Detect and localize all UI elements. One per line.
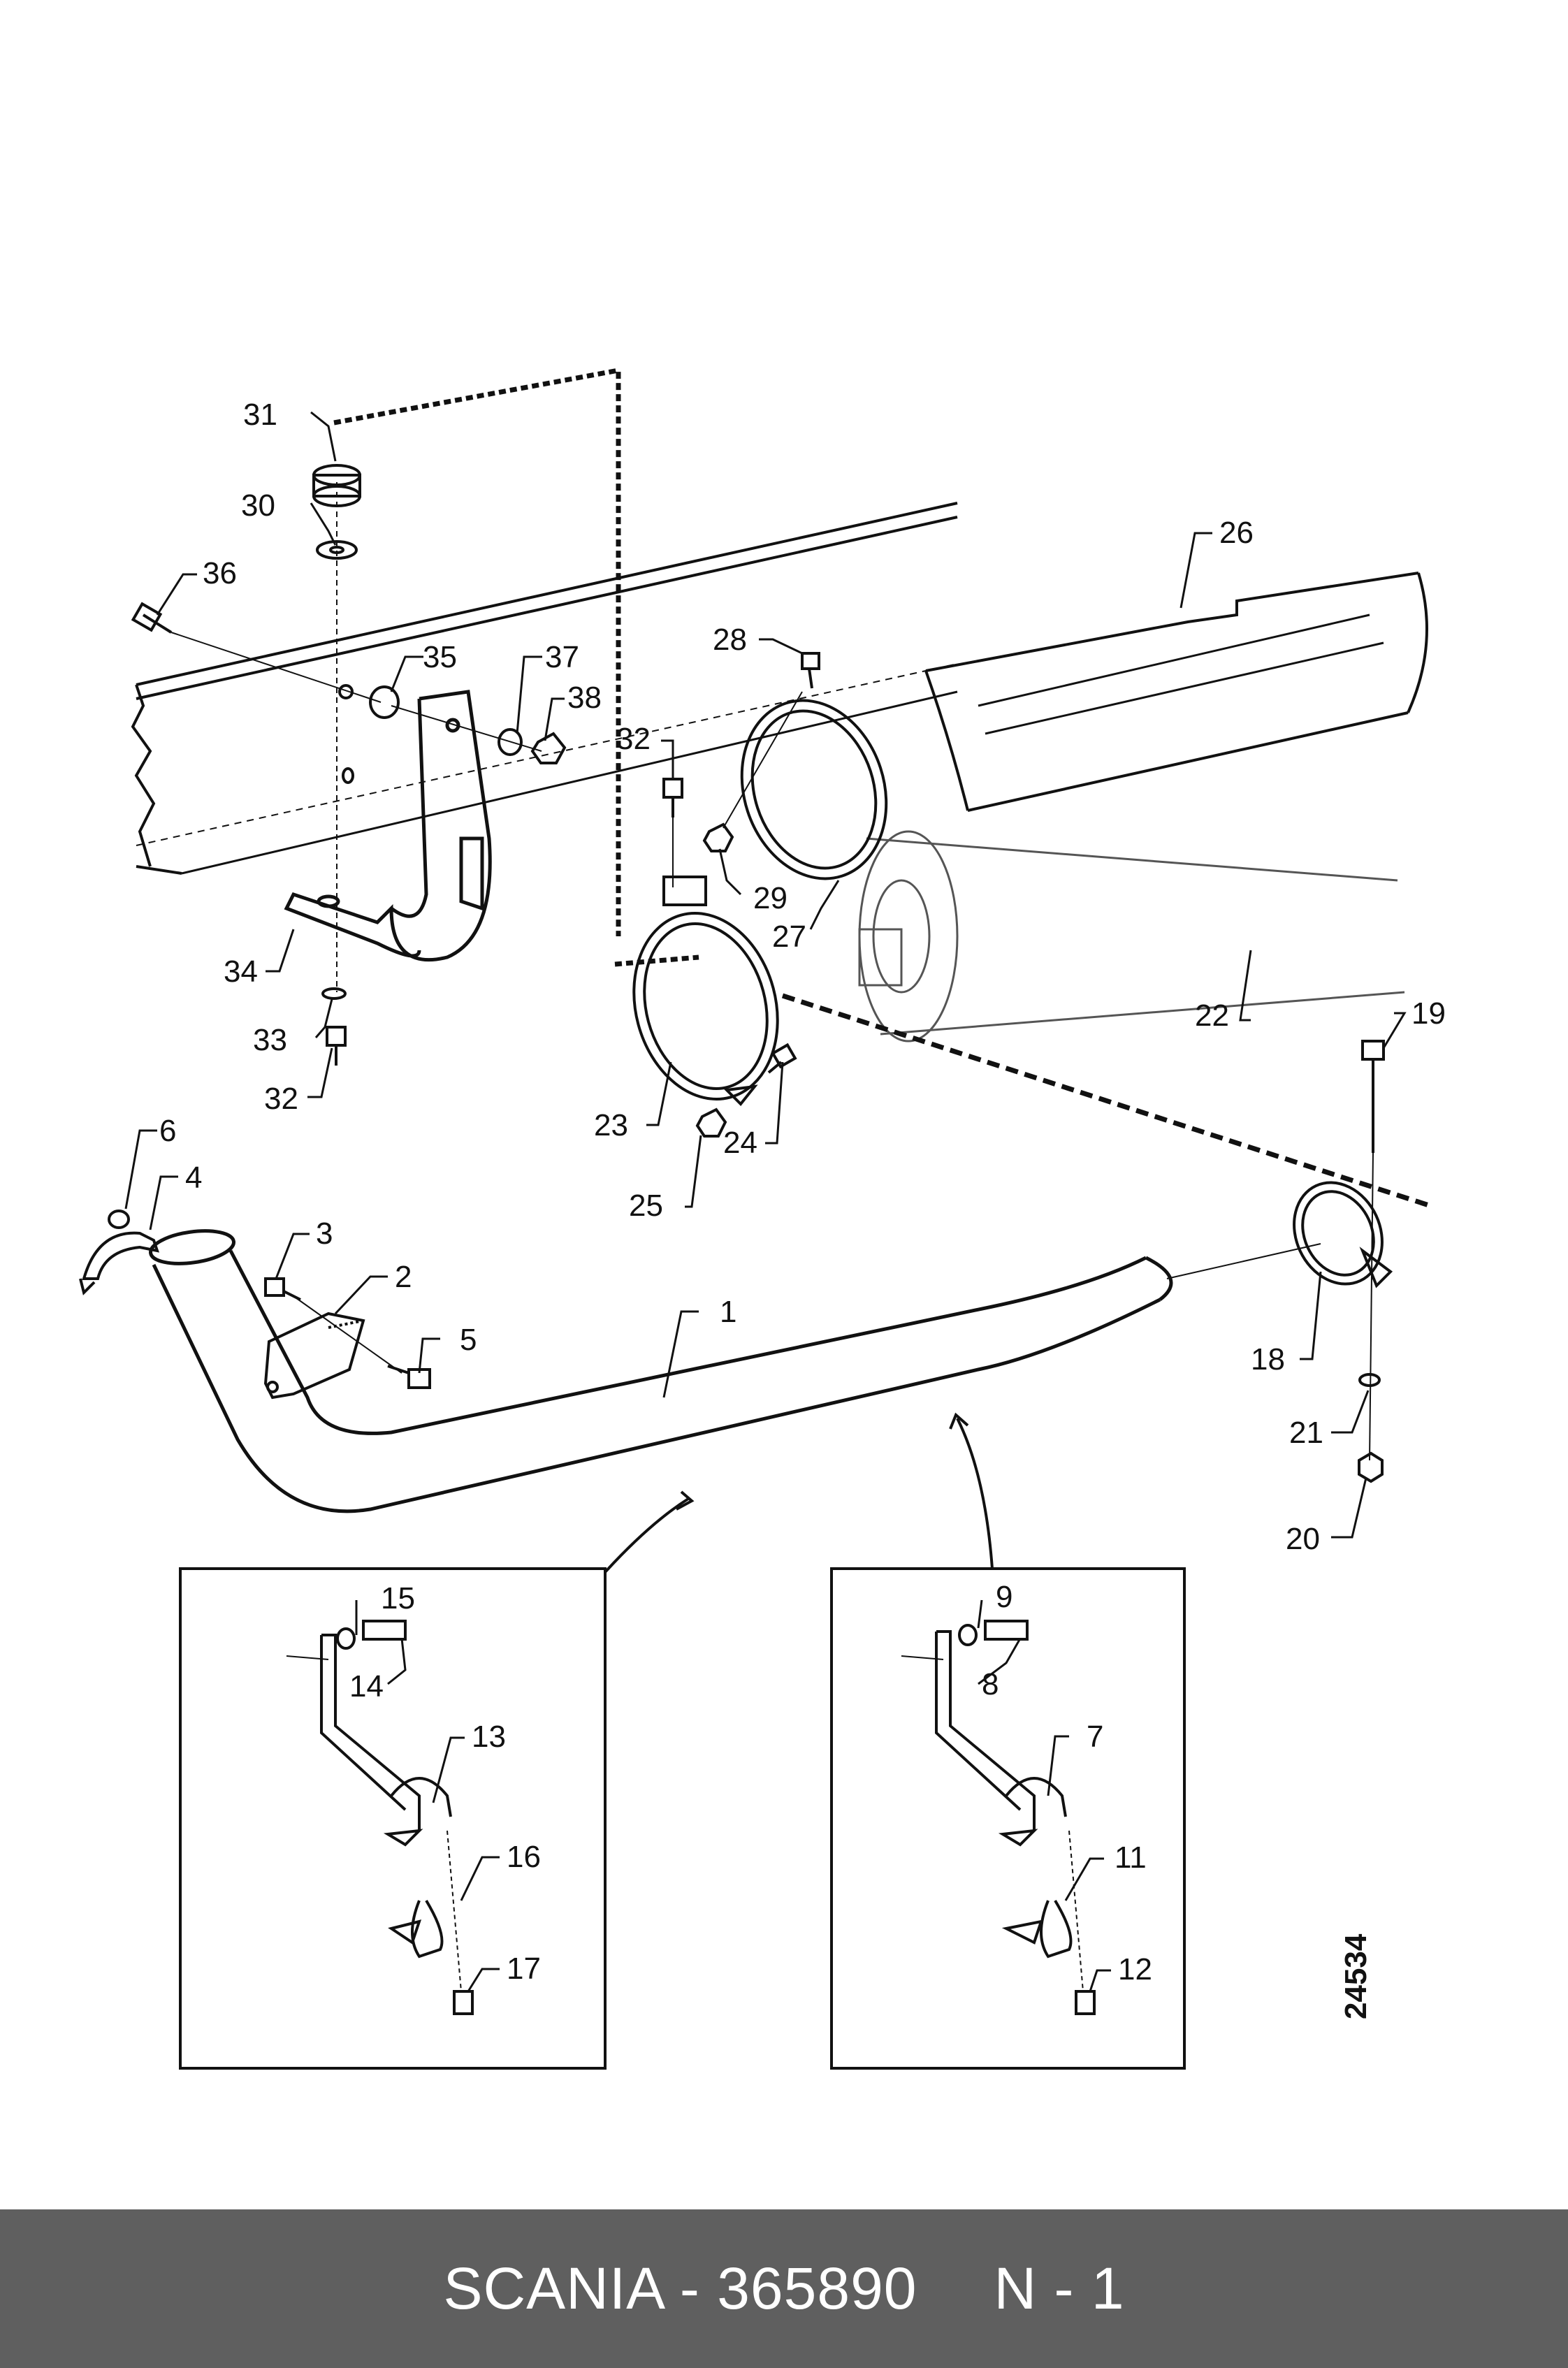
- fasteners: [108, 464, 1385, 1483]
- callout-22: 22: [1195, 998, 1229, 1033]
- pipe-clamp-4: [79, 1231, 159, 1295]
- inset-left: [179, 1567, 607, 2070]
- callout-27: 27: [772, 920, 806, 954]
- callout-18: 18: [1251, 1342, 1285, 1377]
- callout-16: 16: [507, 1840, 541, 1874]
- clamp-band-27: [740, 699, 888, 880]
- callout-25: 25: [629, 1189, 663, 1223]
- callout-31: 31: [243, 398, 277, 432]
- callout-23: 23: [594, 1108, 628, 1142]
- part-number-footer: SCANIA - 365890 N - 1: [0, 2209, 1568, 2368]
- exploded-parts-diagram: 26 31 30 36 35 37 38 28 32 29 27 22 19 3…: [79, 367, 1446, 2070]
- callout-37: 37: [545, 640, 579, 674]
- callout-1: 1: [720, 1295, 736, 1329]
- callout-32-lower: 32: [264, 1082, 298, 1116]
- callout-8: 8: [982, 1667, 999, 1701]
- callout-26: 26: [1219, 516, 1254, 550]
- callout-13: 13: [472, 1720, 506, 1754]
- callout-17: 17: [507, 1952, 541, 1986]
- inset-right: [830, 1567, 1186, 2070]
- callout-35: 35: [423, 640, 457, 674]
- callout-11: 11: [1115, 1840, 1147, 1875]
- callout-15: 15: [381, 1581, 415, 1615]
- dashed-leaders: [170, 367, 1430, 1461]
- callout-32-upper: 32: [616, 722, 651, 756]
- callout-leaders: [124, 411, 1407, 1992]
- callout-30: 30: [241, 488, 275, 523]
- callout-2: 2: [395, 1260, 412, 1294]
- support-bracket: [284, 690, 492, 962]
- callout-34: 34: [224, 954, 258, 989]
- callout-labels: 26 31 30 36 35 37 38 28 32 29 27 22 19 3…: [159, 398, 1446, 2019]
- callout-38: 38: [567, 681, 602, 715]
- callout-14: 14: [349, 1669, 384, 1704]
- drawing-number: 24534: [1339, 1933, 1373, 2019]
- callout-24: 24: [723, 1126, 757, 1160]
- callout-33: 33: [253, 1023, 287, 1057]
- inset-pointer-arrows: [604, 1412, 994, 1574]
- heat-shield: [924, 572, 1428, 812]
- callout-29: 29: [753, 881, 787, 915]
- pipe-clamp-18: [1293, 1181, 1393, 1288]
- callout-28: 28: [713, 623, 747, 657]
- exhaust-pipe: [149, 1229, 1321, 1513]
- callout-12: 12: [1118, 1952, 1152, 1986]
- callout-36: 36: [203, 556, 237, 590]
- muffler: [858, 830, 1405, 1043]
- callout-5: 5: [460, 1323, 477, 1357]
- callout-7: 7: [1087, 1720, 1103, 1754]
- pipe-bracket-2: [263, 1312, 365, 1400]
- callout-4: 4: [185, 1161, 202, 1195]
- clamp-band-23: [632, 876, 779, 1106]
- callout-20: 20: [1286, 1522, 1320, 1556]
- callout-21: 21: [1289, 1416, 1323, 1450]
- callout-3: 3: [316, 1216, 333, 1251]
- callout-19: 19: [1411, 996, 1446, 1031]
- part-code: SCANIA - 365890: [443, 2256, 917, 2321]
- frame-rail: [131, 502, 958, 875]
- callout-6: 6: [159, 1114, 176, 1148]
- sheet-reference: N - 1: [994, 2256, 1125, 2321]
- callout-9: 9: [996, 1580, 1012, 1614]
